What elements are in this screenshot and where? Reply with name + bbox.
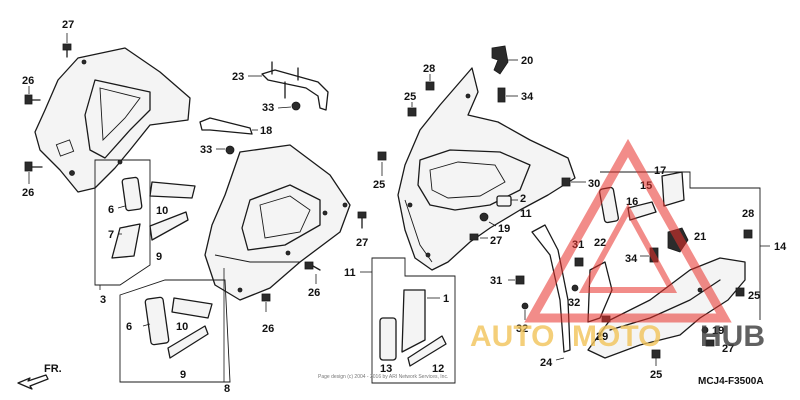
label-26-d: 26 xyxy=(262,323,274,335)
screw-28-a xyxy=(425,74,435,91)
label-18: 18 xyxy=(260,125,272,137)
screw-27-top-left xyxy=(62,33,72,58)
label-19-b: 19 xyxy=(712,325,724,337)
label-26-a: 26 xyxy=(22,75,34,87)
screw-33-a xyxy=(277,101,301,111)
label-22: 22 xyxy=(594,237,606,249)
label-24: 24 xyxy=(540,357,553,369)
label-27-b: 27 xyxy=(356,237,368,249)
left-trim-set-lower xyxy=(119,268,231,383)
label-25-a: 25 xyxy=(404,91,416,103)
label-23: 23 xyxy=(232,71,244,83)
diagram-code: MCJ4-F3500A xyxy=(698,376,764,387)
screw-30 xyxy=(561,177,586,187)
label-33-b: 33 xyxy=(200,144,212,156)
label-6-a: 6 xyxy=(108,204,114,216)
label-1: 1 xyxy=(443,293,449,305)
stay-24 xyxy=(531,224,571,361)
screw-28-b xyxy=(743,229,753,239)
watermark-word-1: AUTO xyxy=(470,320,554,353)
label-33-a: 33 xyxy=(262,102,274,114)
label-10-b: 10 xyxy=(176,321,188,333)
label-32-b: 32 xyxy=(516,323,528,335)
label-13: 13 xyxy=(380,363,392,375)
screw-27-c xyxy=(469,233,488,241)
label-12: 12 xyxy=(432,363,444,375)
watermark-word-3: HUB xyxy=(700,320,765,353)
screw-27-d xyxy=(705,339,715,347)
bracket-22 xyxy=(587,261,613,323)
screw-33-b xyxy=(216,145,235,155)
label-16: 16 xyxy=(626,196,638,208)
label-28-a: 28 xyxy=(423,63,435,75)
label-30: 30 xyxy=(588,178,600,190)
label-10-a: 10 xyxy=(156,205,168,217)
screw-25-b xyxy=(377,151,387,176)
label-26-c: 26 xyxy=(308,287,320,299)
label-20: 20 xyxy=(521,55,533,67)
left-trim-set-upper xyxy=(94,159,196,290)
footer-copyright: Page design (c) 2004 - 2016 by ARI Netwo… xyxy=(318,374,448,380)
label-27-a: 27 xyxy=(62,19,74,31)
label-11-b: 11 xyxy=(344,267,356,279)
screw-26-left-a xyxy=(24,86,41,105)
front-direction-label: FR. xyxy=(44,363,62,375)
bracket-23 xyxy=(248,61,329,111)
left-middle-cowl xyxy=(204,144,351,301)
label-9-a: 9 xyxy=(156,251,162,263)
label-34-b: 34 xyxy=(625,253,638,265)
trim-18 xyxy=(199,117,258,135)
label-14: 14 xyxy=(774,241,787,253)
label-25-b: 25 xyxy=(373,179,385,191)
label-9-b: 9 xyxy=(180,369,186,381)
screw-26-lower xyxy=(261,293,271,312)
label-31-b: 31 xyxy=(490,275,502,287)
label-6-b: 6 xyxy=(126,321,132,333)
label-25-d: 25 xyxy=(748,290,760,302)
label-26-b: 26 xyxy=(22,187,34,199)
right-trim-set xyxy=(360,257,456,384)
clip-20 xyxy=(491,45,518,75)
screw-34-a xyxy=(497,87,518,103)
nut-19-b xyxy=(701,326,709,334)
label-27-c: 27 xyxy=(490,235,502,247)
watermark-word-2: MOTO xyxy=(572,320,661,353)
label-3: 3 xyxy=(100,294,106,306)
screw-25-a xyxy=(407,102,417,117)
nut-32-b xyxy=(521,302,529,320)
screw-31-b xyxy=(508,275,525,285)
screw-25-c xyxy=(651,349,661,366)
screw-25-d xyxy=(735,287,745,297)
front-direction-arrow: FR. xyxy=(17,363,62,390)
label-21: 21 xyxy=(694,231,706,243)
label-11-a: 11 xyxy=(520,208,532,220)
nut-19-a xyxy=(479,212,497,227)
label-25-c: 25 xyxy=(650,369,662,381)
watermark-text: AUTO MOTO HUB xyxy=(470,320,765,353)
label-27-d: 27 xyxy=(722,343,734,355)
label-32-a: 32 xyxy=(568,297,580,309)
left-inner-cowl xyxy=(34,47,191,193)
watermark-logo xyxy=(524,138,732,323)
screw-26-left-b xyxy=(24,161,43,184)
label-34-a: 34 xyxy=(521,91,534,103)
label-29: 29 xyxy=(596,331,608,343)
label-28-b: 28 xyxy=(742,208,754,220)
label-8: 8 xyxy=(224,383,230,395)
grommet-2 xyxy=(496,195,518,207)
label-19-a: 19 xyxy=(498,223,510,235)
screw-31-a xyxy=(574,257,584,267)
screw-27-middle xyxy=(357,211,367,229)
label-2: 2 xyxy=(520,193,526,205)
right-middle-cowl xyxy=(397,67,576,271)
nut-32-a xyxy=(571,284,579,292)
label-7: 7 xyxy=(108,229,114,241)
screw-26-middle xyxy=(304,261,321,284)
label-17: 17 xyxy=(654,165,666,177)
